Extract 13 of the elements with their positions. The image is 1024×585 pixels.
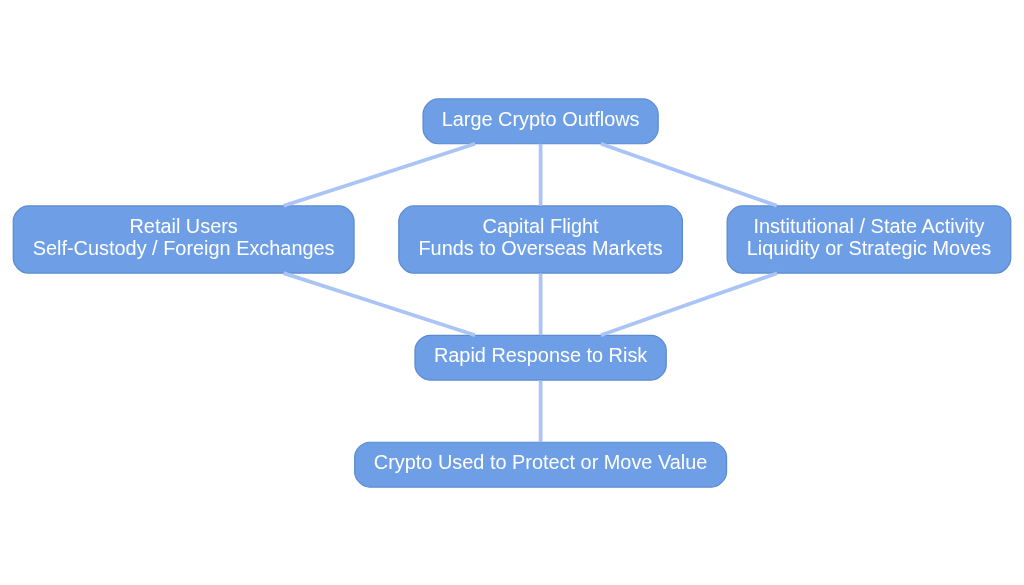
connector <box>283 141 476 208</box>
node-box: Institutional / State Activity Liquidity or Strategic Moves <box>726 204 1012 274</box>
node-box: Retail Users Self-Custody / Foreign Exchanges <box>12 204 355 274</box>
connector <box>283 270 476 337</box>
node-box: Crypto Used to Protect or Move Value <box>354 441 728 488</box>
node-box: Capital Flight Funds to Overseas Markets <box>398 204 683 274</box>
node-box: Rapid Response to Risk <box>414 334 667 381</box>
connector <box>600 141 778 208</box>
connector <box>538 273 543 335</box>
connector <box>538 380 543 442</box>
connector <box>600 270 778 337</box>
connector <box>538 143 543 206</box>
node-box: Large Crypto Outflows <box>422 97 659 144</box>
